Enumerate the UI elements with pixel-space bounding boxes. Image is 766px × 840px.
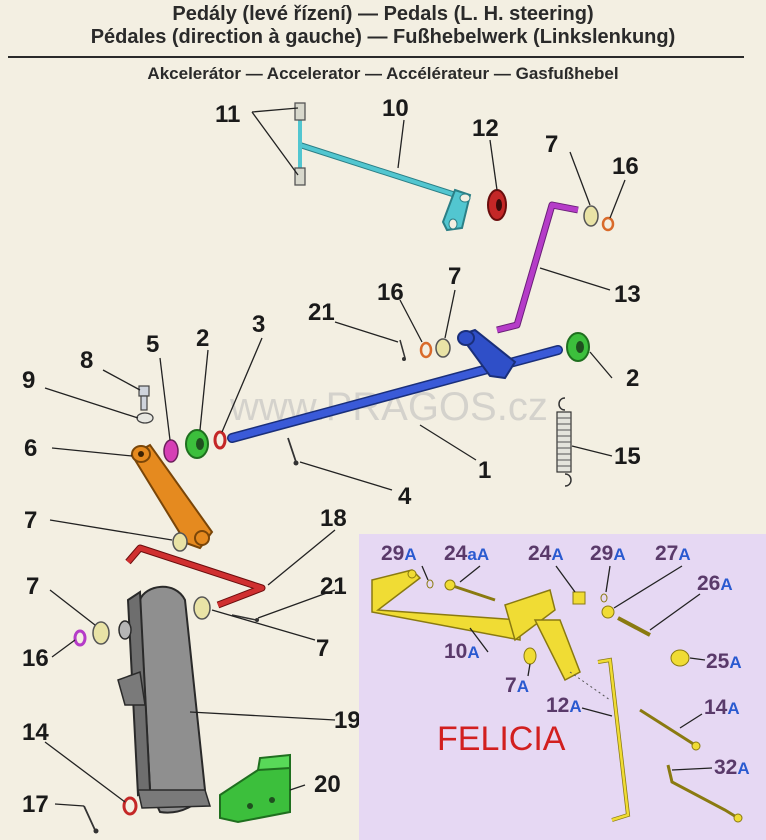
title-divider <box>8 56 744 58</box>
part-10a-lever <box>371 569 581 682</box>
part-20-bracket <box>219 753 291 824</box>
label-4: 4 <box>398 483 412 510</box>
part-12a-rod <box>597 657 631 822</box>
label-13: 13 <box>614 281 641 308</box>
part-14a-link <box>639 708 701 751</box>
label-25a: 25A <box>706 650 742 673</box>
part-4-pin <box>287 437 299 466</box>
label-21-bottom: 21 <box>320 573 347 600</box>
label-19: 19 <box>334 707 361 734</box>
felicia-title: FELICIA <box>437 720 566 758</box>
label-29a-right: 29A <box>590 542 626 565</box>
label-16-top: 16 <box>612 153 639 180</box>
label-1: 1 <box>478 457 491 484</box>
label-12: 12 <box>472 115 499 142</box>
part-21-pin-lower <box>231 614 259 622</box>
label-6: 6 <box>24 435 37 462</box>
label-14a: 14A <box>704 696 740 719</box>
part-13-lever <box>496 201 579 334</box>
label-21-top: 21 <box>308 299 335 326</box>
part-3-washer <box>213 430 227 450</box>
label-7-mid: 7 <box>448 263 461 290</box>
part-18-rod <box>125 544 266 609</box>
title-line-1: Pedály (levé řízení) — Pedals (L. H. ste… <box>172 3 594 25</box>
label-7a: 7A <box>505 674 529 697</box>
label-11: 11 <box>215 101 240 128</box>
part-6-arm <box>130 443 214 550</box>
felicia-inset: 29A 24aA 24A 29A 27A 26A 10A 25A 7A 12A … <box>359 534 766 840</box>
leader-lines <box>44 107 626 807</box>
part-1-shaft <box>227 328 563 443</box>
label-16-pedal: 16 <box>22 645 49 672</box>
part-7-washer-top <box>583 205 599 227</box>
subtitle-accelerator: Akcelerátor — Accelerator — Accélérateur… <box>147 64 619 83</box>
assembly-dotted-line <box>569 671 611 701</box>
label-8: 8 <box>80 347 93 374</box>
label-12a: 12A <box>546 694 582 717</box>
part-9-washer <box>136 412 154 424</box>
part-10-rod <box>299 142 472 232</box>
part-17-pin <box>83 805 99 834</box>
label-14: 14 <box>22 719 49 746</box>
label-7-arm: 7 <box>24 507 37 534</box>
part-7-washer-pedal-right <box>193 596 211 620</box>
label-24a: 24A <box>528 542 564 565</box>
label-10a: 10A <box>444 640 480 663</box>
part-5-sleeve <box>163 439 179 463</box>
label-10: 10 <box>382 95 409 122</box>
label-15: 15 <box>614 443 641 470</box>
part-7-washer-arm <box>172 532 188 552</box>
part-7-washer-pedal-left <box>92 621 110 645</box>
label-2-left: 2 <box>196 325 209 352</box>
label-17: 17 <box>22 791 49 818</box>
part-2-bushing-left <box>185 429 209 459</box>
label-16-mid: 16 <box>377 279 404 306</box>
part-26a-screw <box>617 616 651 637</box>
part-11-springs <box>294 102 306 186</box>
part-14-washer <box>122 796 138 816</box>
label-3: 3 <box>252 311 265 338</box>
label-26a: 26A <box>697 572 733 595</box>
part-7-washer <box>435 338 451 358</box>
part-29a-clip-left <box>426 579 434 589</box>
part-16-washer-pedal <box>73 629 87 647</box>
part-16-washer-top <box>601 216 615 232</box>
label-5: 5 <box>146 331 159 358</box>
label-27a: 27A <box>655 542 691 565</box>
part-15-spring <box>556 397 572 487</box>
part-29a-clip-right <box>600 593 608 603</box>
label-2-right: 2 <box>626 365 639 392</box>
part-27a-bolt <box>601 605 615 619</box>
label-7-pedal-left: 7 <box>26 573 39 600</box>
part-21-pin <box>399 339 406 361</box>
part-8-bolt <box>138 385 150 411</box>
part-16-washer <box>419 341 433 359</box>
label-7-pedal-right: 7 <box>316 635 329 662</box>
label-18: 18 <box>320 505 347 532</box>
label-7-top: 7 <box>545 131 558 158</box>
part-2-bushing-right <box>566 332 590 362</box>
label-9: 9 <box>22 367 35 394</box>
part-32a-arm <box>666 764 743 823</box>
part-24a-pin <box>572 591 586 605</box>
part-19-pedal <box>117 585 212 814</box>
part-24aa-pin <box>444 579 496 602</box>
part-7a-washer <box>523 647 537 665</box>
part-labels: 11 10 12 7 16 13 16 7 21 5 2 3 8 9 2 6 1… <box>22 95 641 818</box>
label-32a: 32A <box>714 756 750 779</box>
label-29a-left: 29A <box>381 542 417 565</box>
part-25a-cap <box>670 649 690 667</box>
label-20: 20 <box>314 771 341 798</box>
label-24aa: 24aA <box>444 542 489 565</box>
title-line-2: Pédales (direction à gauche) — Fußhebelw… <box>90 26 676 48</box>
part-12-bushing <box>487 189 507 221</box>
